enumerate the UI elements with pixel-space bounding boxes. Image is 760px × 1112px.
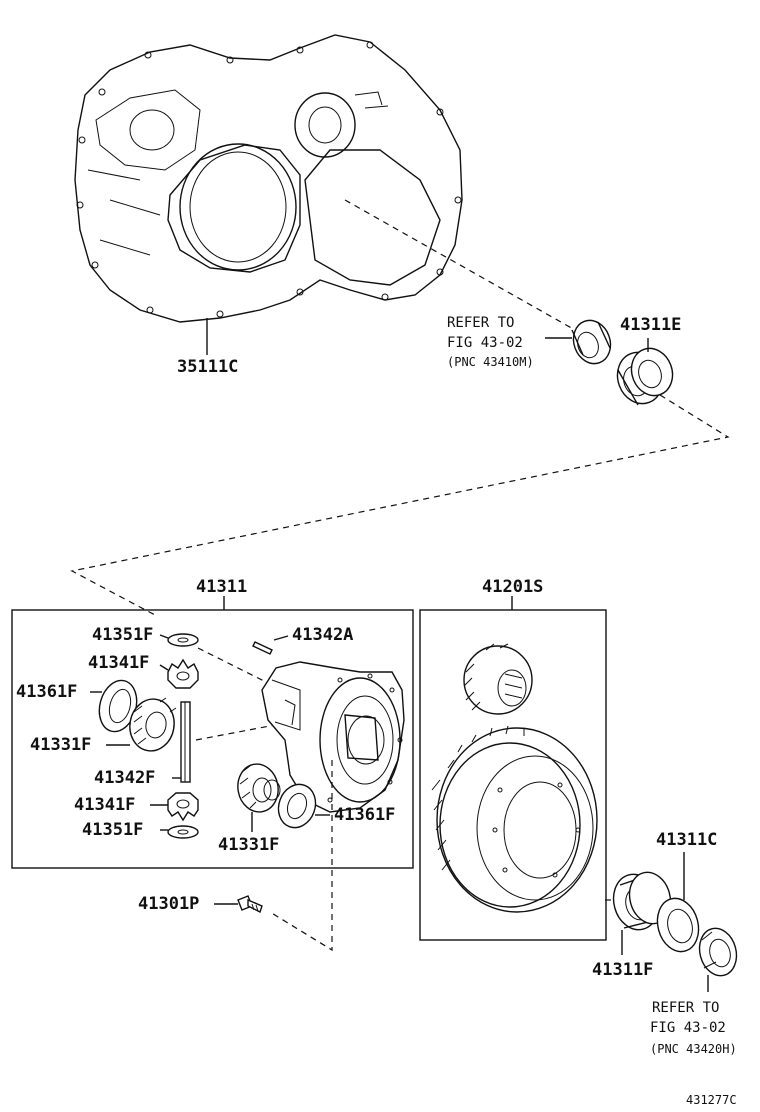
ring-gear-bolt[interactable]	[237, 895, 263, 913]
refer1-line2: FIG 43-02	[447, 335, 523, 351]
oil-seal-bottom[interactable]	[694, 924, 741, 980]
refer2-line3: (PNC 43420H)	[650, 1042, 737, 1056]
differential-case[interactable]	[261, 661, 405, 813]
refer1-line3: (PNC 43410M)	[447, 355, 534, 369]
ring-group-box	[419, 609, 607, 941]
drive-pinion-gear[interactable]	[463, 643, 533, 715]
label-shaft: 41342F	[94, 768, 155, 788]
transaxle-housing[interactable]	[74, 34, 463, 323]
label-side-washer-l: 41361F	[16, 682, 77, 702]
lock-pin[interactable]	[252, 641, 273, 655]
label-side-gear-r: 41331F	[218, 835, 279, 855]
side-gear-washer-right[interactable]	[273, 779, 322, 833]
case-group-box	[11, 609, 414, 869]
pinion-washer-bottom[interactable]	[167, 825, 199, 839]
pinion-gear-top[interactable]	[167, 658, 199, 689]
pinion-shaft[interactable]	[180, 701, 191, 783]
label-housing: 35111C	[177, 357, 238, 377]
figure-id: 431277C	[686, 1093, 737, 1107]
ring-gear[interactable]	[431, 725, 598, 913]
label-washer-bottom: 41351F	[82, 820, 143, 840]
refer2-line1: REFER TO	[652, 1000, 719, 1016]
label-bearing-top: 41311E	[620, 315, 681, 335]
pinion-gear-bottom[interactable]	[167, 792, 199, 822]
pinion-washer-top[interactable]	[167, 633, 199, 647]
label-pinion-top: 41341F	[88, 653, 149, 673]
label-bearing-right: 41311C	[656, 830, 717, 850]
label-ring-group: 41201S	[482, 577, 543, 597]
label-pinion-bottom: 41341F	[74, 795, 135, 815]
refer1-line1: REFER TO	[447, 315, 514, 331]
side-gear-right[interactable]	[234, 761, 282, 815]
label-side-gear-l: 41331F	[30, 735, 91, 755]
label-side-washer-r: 41361F	[334, 805, 395, 825]
oil-seal-top[interactable]	[568, 315, 617, 369]
label-bolt: 41301P	[138, 894, 199, 914]
label-washer-top: 41351F	[92, 625, 153, 645]
label-race-right: 41311F	[592, 960, 653, 980]
label-case-group: 41311	[196, 577, 247, 597]
bearing-41311c[interactable]	[652, 894, 705, 957]
label-pin: 41342A	[292, 625, 353, 645]
bearing-41311e[interactable]	[610, 343, 679, 410]
refer2-line2: FIG 43-02	[650, 1020, 726, 1036]
side-gear-left[interactable]	[126, 696, 178, 755]
